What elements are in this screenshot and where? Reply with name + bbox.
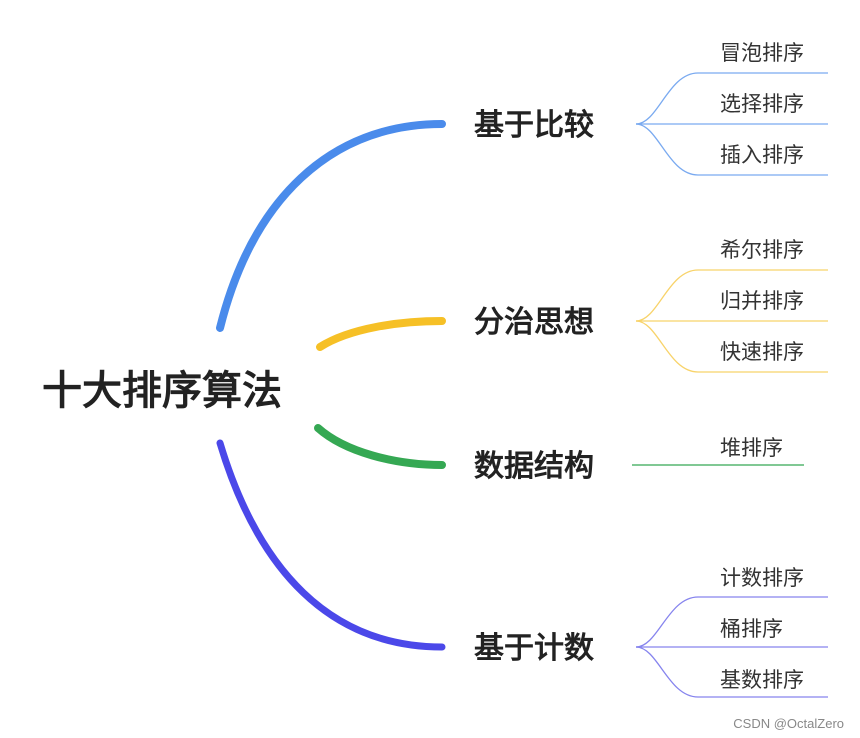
- leaf-connector-0-2: [635, 123, 828, 176]
- branch-connector-0: [216, 120, 446, 332]
- leaf-label-2-0: 堆排序: [720, 436, 783, 460]
- branch-label-0: 基于比较: [474, 108, 594, 143]
- watermark-text: CSDN @OctalZero: [733, 716, 844, 731]
- branch-connector-1: [316, 317, 446, 351]
- root-node-label: 十大排序算法: [42, 368, 282, 414]
- leaf-label-3-0: 计数排序: [720, 566, 804, 590]
- leaf-label-3-1: 桶排序: [720, 617, 783, 641]
- branch-label-3: 基于计数: [474, 631, 595, 666]
- leaf-connector-1-2: [635, 320, 828, 373]
- branch-connector-2: [314, 424, 446, 469]
- connector-lines: [216, 72, 828, 698]
- leaf-label-1-2: 快速排序: [720, 340, 804, 364]
- leaf-connector-1-0: [635, 269, 828, 322]
- branch-connector-3: [216, 439, 446, 651]
- leaf-connector-3-2: [635, 646, 828, 698]
- leaf-label-1-1: 归并排序: [720, 289, 804, 313]
- branch-label-2: 数据结构: [474, 449, 594, 484]
- leaf-connector-3-0: [635, 596, 828, 648]
- branch-label-1: 分治思想: [474, 305, 594, 340]
- leaf-label-0-0: 冒泡排序: [720, 41, 804, 65]
- leaf-connector-0-0: [635, 72, 828, 125]
- leaf-label-1-0: 希尔排序: [720, 238, 804, 262]
- leaf-label-3-2: 基数排序: [720, 668, 804, 692]
- leaf-label-0-2: 插入排序: [720, 143, 804, 167]
- leaf-label-0-1: 选择排序: [720, 92, 804, 116]
